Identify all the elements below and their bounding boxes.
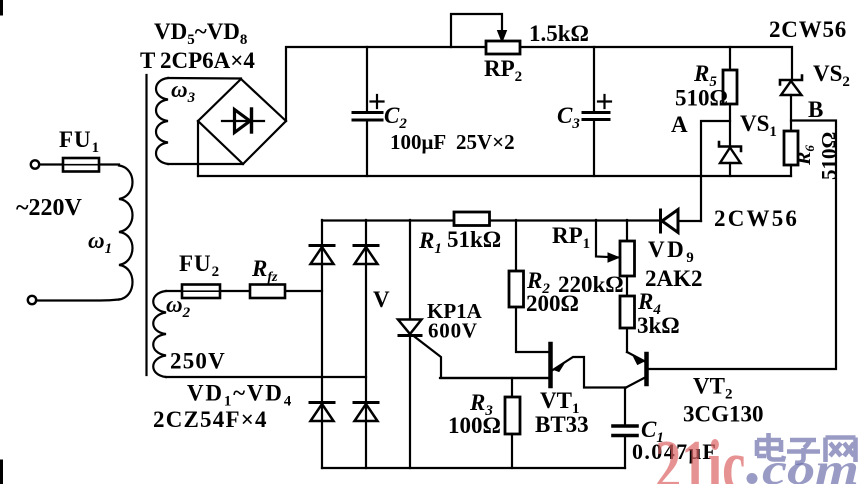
svg-text:2CW56: 2CW56 bbox=[769, 17, 847, 42]
svg-text:600V: 600V bbox=[428, 319, 478, 343]
svg-text:220kΩ: 220kΩ bbox=[558, 272, 624, 297]
svg-text:2CP6A×4: 2CP6A×4 bbox=[160, 48, 255, 73]
svg-text:BT33: BT33 bbox=[535, 412, 589, 437]
svg-text:200Ω: 200Ω bbox=[526, 291, 579, 316]
svg-text:T: T bbox=[140, 48, 155, 73]
svg-text:25V×2: 25V×2 bbox=[456, 130, 515, 154]
svg-text:2AK2: 2AK2 bbox=[645, 266, 703, 291]
svg-text:VD9: VD9 bbox=[648, 237, 696, 266]
svg-text:21ic: 21ic bbox=[655, 425, 745, 484]
svg-text:510Ω: 510Ω bbox=[675, 86, 728, 111]
svg-text:2CW56: 2CW56 bbox=[714, 206, 799, 231]
svg-text:0.047μF: 0.047μF bbox=[632, 439, 717, 464]
svg-text:3kΩ: 3kΩ bbox=[637, 313, 680, 338]
svg-text:510Ω: 510Ω bbox=[817, 132, 841, 180]
svg-text:100μF: 100μF bbox=[390, 130, 446, 154]
svg-text:~220V: ~220V bbox=[16, 195, 82, 221]
svg-text:B: B bbox=[808, 97, 823, 122]
svg-text:VD5~VD8: VD5~VD8 bbox=[154, 19, 247, 48]
svg-text:100Ω: 100Ω bbox=[448, 413, 501, 438]
svg-text:1.5kΩ: 1.5kΩ bbox=[529, 21, 589, 46]
svg-text:250V: 250V bbox=[170, 349, 226, 374]
svg-text:2CZ54F×4: 2CZ54F×4 bbox=[153, 407, 268, 432]
svg-text:RP1: RP1 bbox=[552, 223, 590, 252]
svg-text:3CG130: 3CG130 bbox=[683, 402, 764, 427]
svg-text:A: A bbox=[671, 112, 688, 137]
svg-text:V: V bbox=[373, 287, 390, 312]
svg-text:R3: R3 bbox=[469, 390, 493, 419]
svg-text:KP1A: KP1A bbox=[427, 299, 483, 323]
svg-text:51kΩ: 51kΩ bbox=[447, 227, 501, 252]
svg-text:VD1~VD4: VD1~VD4 bbox=[187, 381, 293, 410]
svg-text:R2: R2 bbox=[526, 268, 550, 297]
